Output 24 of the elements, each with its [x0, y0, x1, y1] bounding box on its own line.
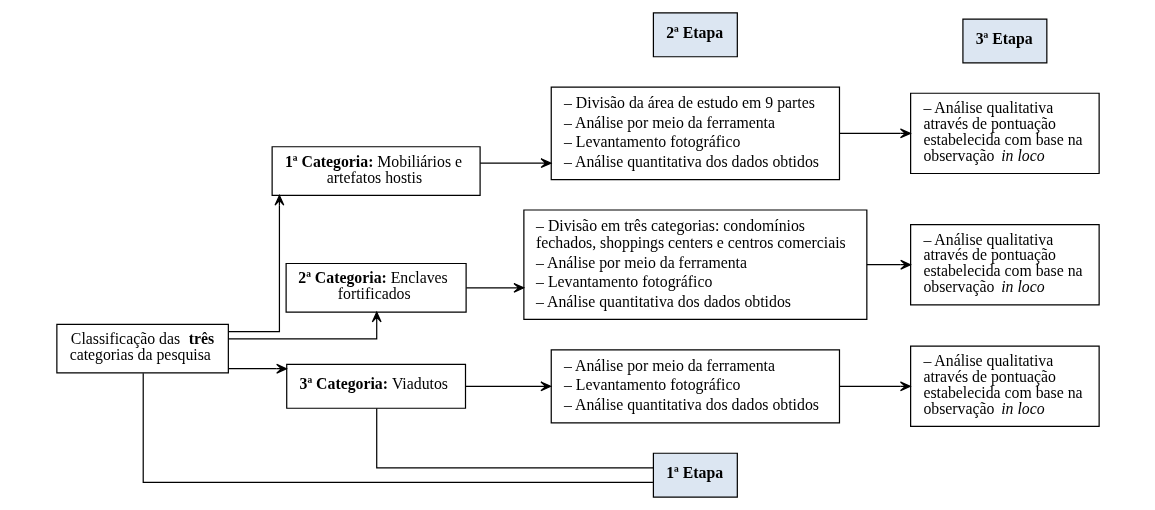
node-box: 1ª Categoria: Mobiliários e artefatos hostis [271, 146, 481, 196]
node-box: – Análise qualitativa através de pontuação estabelecida com base na observação in loco [909, 224, 1100, 306]
connector [375, 408, 654, 469]
node-box: 1ª Etapa [652, 452, 738, 498]
arrow [838, 128, 911, 139]
node-box: 3ª Categoria: Viadutos [285, 363, 466, 409]
node-box: 3ª Etapa [961, 18, 1047, 64]
arrow [464, 381, 551, 392]
arrow [227, 363, 287, 374]
node-box: – Análise qualitativa através de pontuação estabelecida com base na observação in loco [909, 92, 1100, 175]
node-box: 2ª Etapa [652, 12, 738, 58]
arrow [838, 381, 911, 392]
node-box: – Análise qualitativa através de pontuação estabelecida com base na observação in loco [909, 345, 1100, 428]
node-box: – Divisão em três categorias: condomínios fechados, shoppings centers e centros comerciais – Análise por meio da ferramenta – Levantamento fotográfico – Análise quantitativa dos dados obtidos [522, 209, 867, 321]
node-box: – Análise por meio da ferramenta – Levantamento fotográfico – Análise quantitativa dos dados obtidos [550, 349, 840, 424]
arrow [227, 311, 382, 340]
arrow [865, 259, 911, 270]
connector [142, 372, 654, 484]
arrow [479, 158, 551, 169]
node-box: 2ª Categoria: Enclaves fortificados [285, 262, 467, 313]
arrow [227, 194, 284, 333]
arrow [465, 282, 524, 293]
node-box: – Divisão da área de estudo em 9 partes – Análise por meio da ferramenta – Levantamento fotográfico – Análise quantitativa dos dados obtidos [550, 86, 840, 181]
node-box: Classificação das três categorias da pesquisa [55, 323, 229, 374]
